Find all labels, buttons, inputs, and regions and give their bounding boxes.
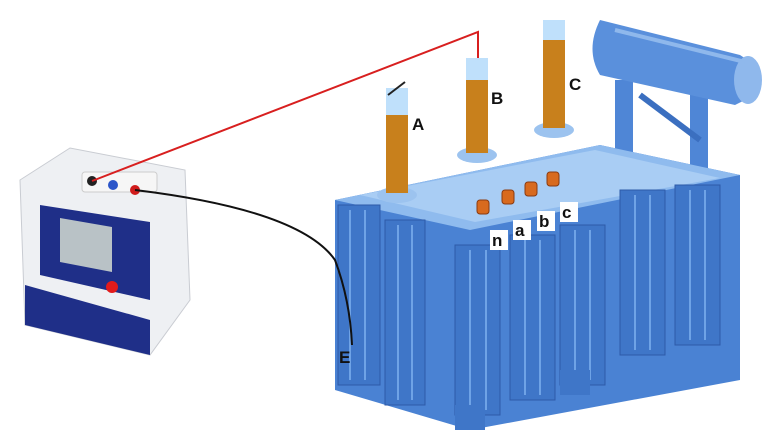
label-hv-c: C <box>569 75 581 94</box>
label-lv-n: n <box>492 231 502 250</box>
label-lv-c: c <box>562 203 571 222</box>
red-test-lead <box>91 30 479 182</box>
lv-bushings <box>476 171 560 215</box>
label-earth: E <box>339 348 350 367</box>
label-hv-b: B <box>491 89 503 108</box>
test-instrument <box>19 147 191 356</box>
bushing-a <box>377 81 417 203</box>
bushing-b <box>457 58 497 163</box>
black-test-lead <box>134 189 353 346</box>
bushing-c <box>534 20 574 138</box>
label-lv-a: a <box>515 221 525 240</box>
label-hv-a: A <box>412 115 424 134</box>
label-lv-b: b <box>539 212 549 231</box>
